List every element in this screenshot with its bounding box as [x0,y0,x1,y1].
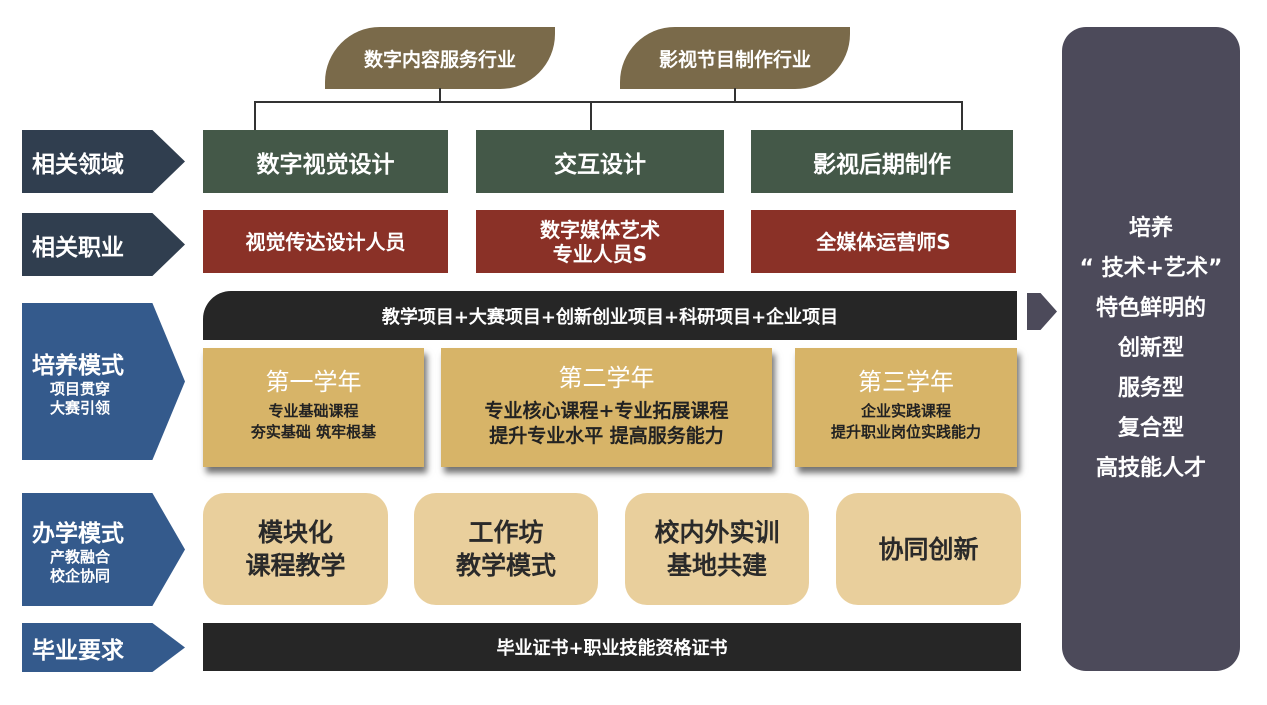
label-fields: 相关领域 [22,130,185,193]
mode-training-base: 校内外实训基地共建 [625,493,809,605]
goal-panel: 培养 “ 技术+艺术” 特色鲜明的 创新型 服务型 复合型 高技能人才 [1062,27,1240,671]
graduation-bar: 毕业证书+职业技能资格证书 [203,623,1021,671]
label-training-mode: 培养模式项目贯穿大赛引领 [22,303,185,460]
year-3: 第三学年企业实践课程提升职业岗位实践能力 [795,348,1017,467]
connector [734,88,736,102]
field-interaction-design: 交互设计 [476,130,724,193]
field-visual-design: 数字视觉设计 [203,130,448,193]
arrow-right-icon [1027,293,1057,330]
job-media-operator: 全媒体运营师S [751,210,1016,273]
field-post-production: 影视后期制作 [751,130,1013,193]
mode-workshop: 工作坊教学模式 [414,493,598,605]
label-graduation: 毕业要求 [22,623,185,672]
mode-innovation: 协同创新 [836,493,1021,605]
job-visual-designer: 视觉传达设计人员 [203,210,448,273]
connector [254,101,963,103]
job-digital-media: 数字媒体艺术专业人员S [476,210,724,273]
year-1: 第一学年专业基础课程夯实基础 筑牢根基 [203,348,424,467]
industry-digital-content: 数字内容服务行业 [325,27,555,89]
connector [439,88,441,102]
year-2: 第二学年专业核心课程+专业拓展课程提升专业水平 提高服务能力 [441,348,772,467]
connector [961,101,963,130]
connector [590,101,592,130]
mode-modular: 模块化课程教学 [203,493,388,605]
label-jobs: 相关职业 [22,213,185,276]
label-school-mode: 办学模式产教融合校企协同 [22,493,185,606]
projects-bar: 教学项目+大赛项目+创新创业项目+科研项目+企业项目 [203,291,1017,340]
connector [254,101,256,130]
industry-film-tv: 影视节目制作行业 [620,27,850,89]
